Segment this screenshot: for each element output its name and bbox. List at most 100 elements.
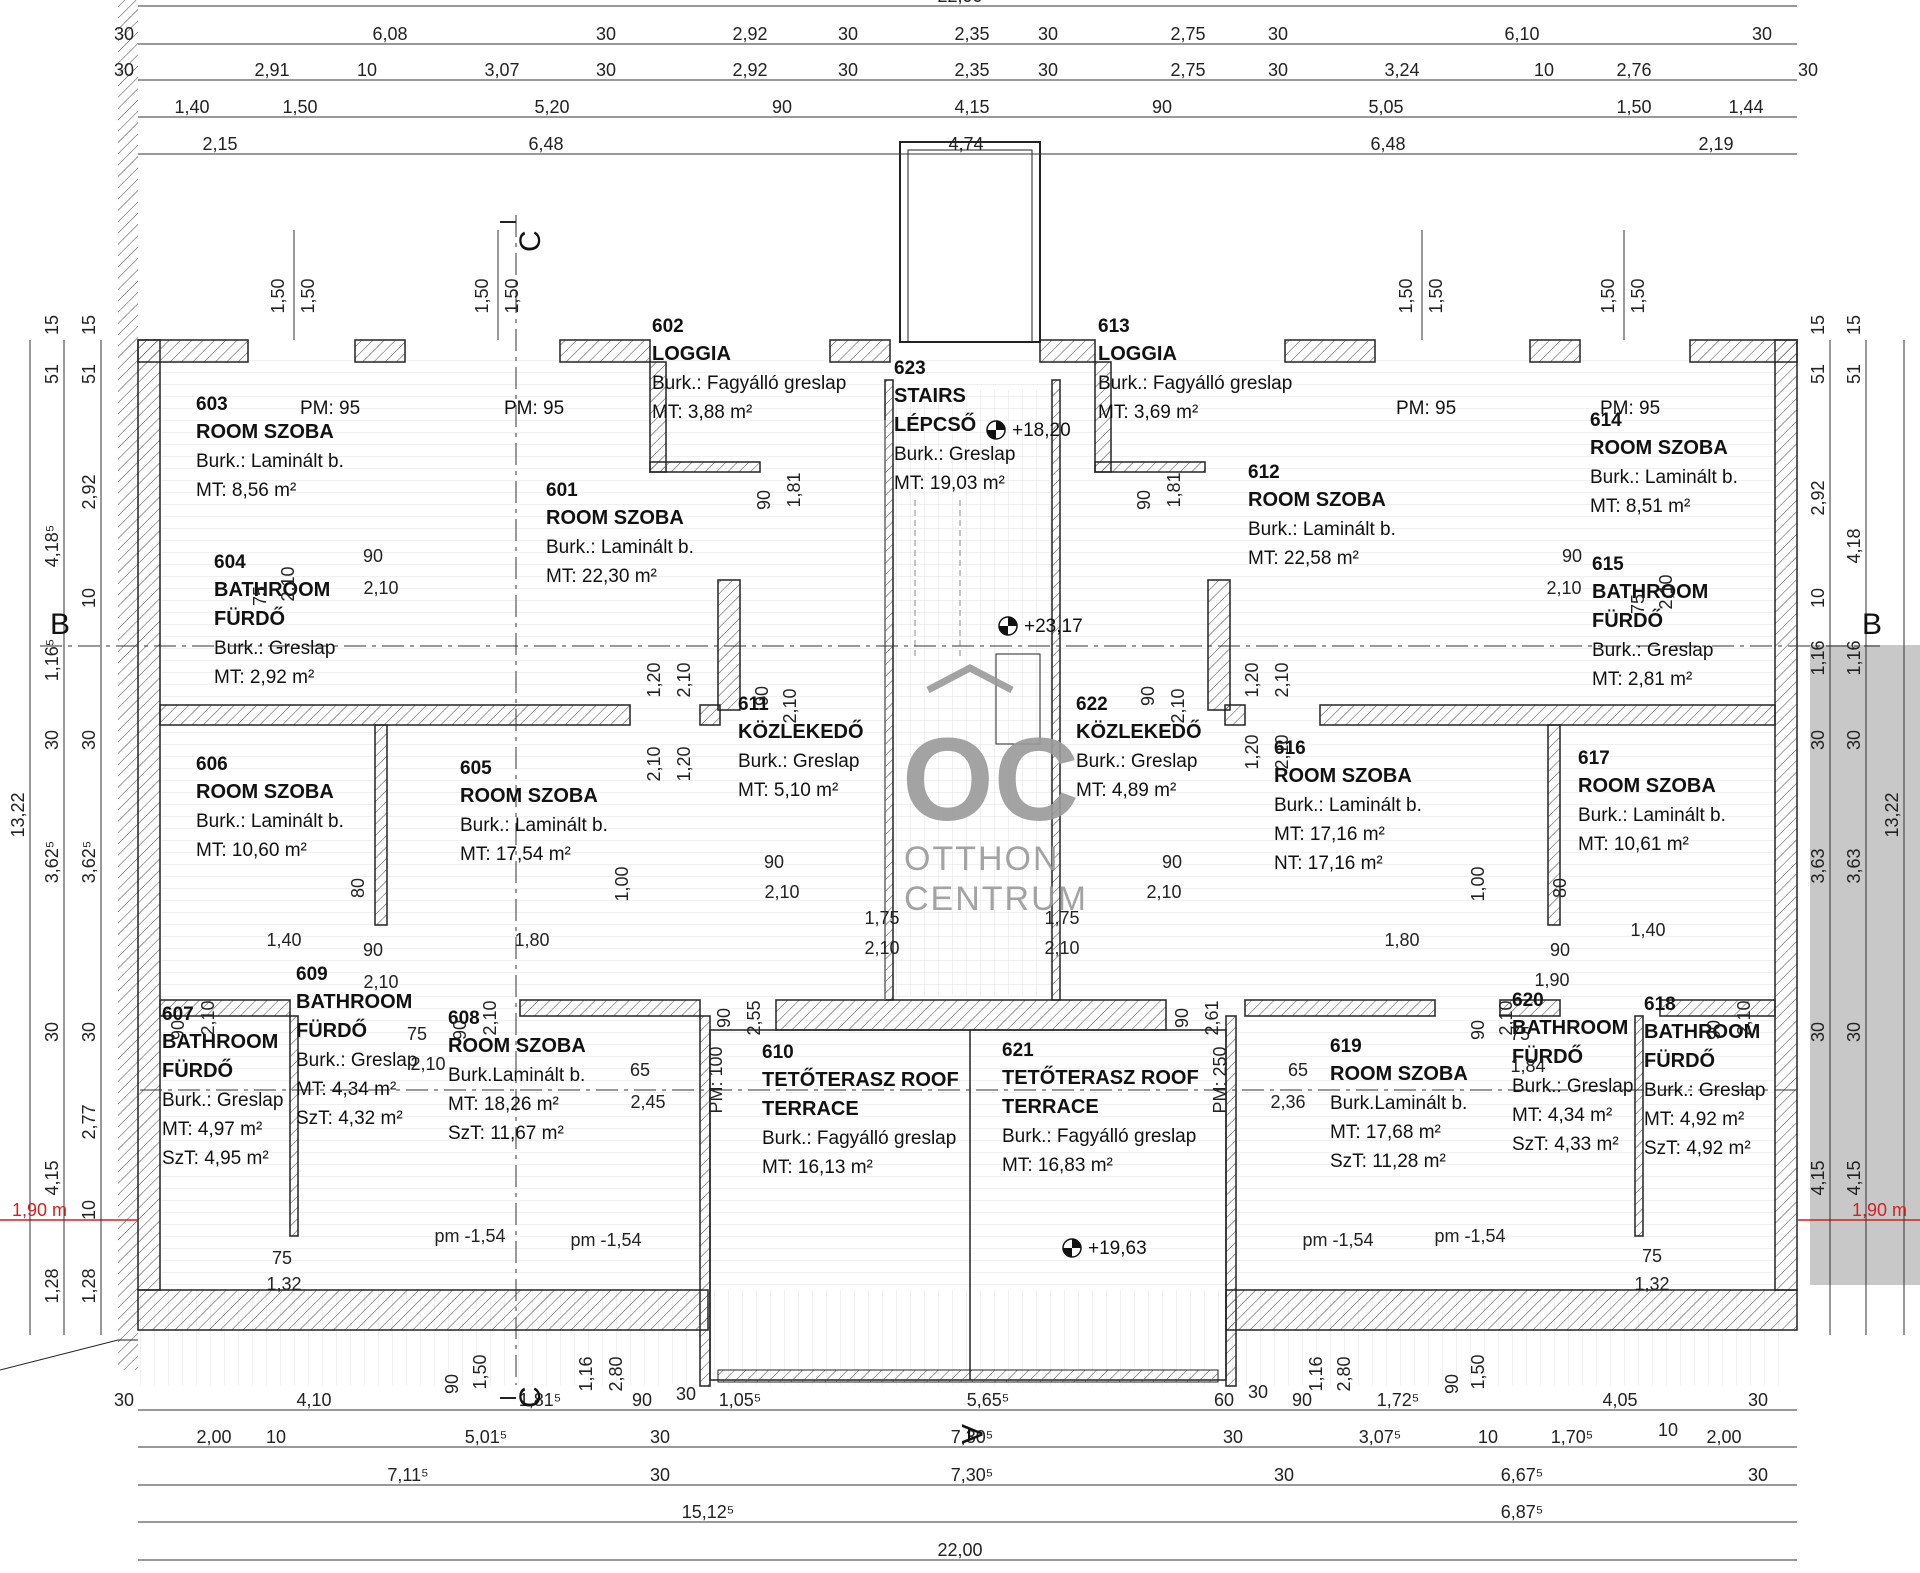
dim-label: 5,65⁵: [967, 1390, 1010, 1410]
dim-label: 22,00: [937, 0, 982, 6]
plan-dim-label-vertical: 1,20: [644, 662, 664, 697]
room-text-line: MT: 22,30 m²: [546, 566, 657, 587]
dim-label: 30: [1038, 60, 1058, 80]
room-text-line: SzT: 4,92 m²: [1644, 1138, 1751, 1159]
plan-dim-label-vertical: 90: [714, 1008, 734, 1028]
plan-dim-label-vertical: 90: [1468, 1020, 1488, 1040]
room-text-line: Burk.: Laminált b.: [1274, 795, 1422, 816]
plan-dim-label-vertical: 90: [754, 490, 774, 510]
dim-label: 30: [42, 1022, 62, 1042]
dim-label: 4,18: [1844, 528, 1864, 563]
plan-dim-label-vertical: 90: [1172, 1008, 1192, 1028]
plan-dim-label: 75: [1510, 1024, 1530, 1044]
plan-dim-label: 75: [407, 1024, 427, 1044]
dim-label: 30: [1752, 24, 1772, 44]
plan-dim-label: 75: [1642, 1246, 1662, 1266]
dim-label: 4,15: [1808, 1160, 1828, 1195]
plan-dim-label-vertical: 2,10: [644, 746, 664, 781]
window-dim-label: 1,50: [268, 278, 288, 313]
room-text-line: MT: 22,58 m²: [1248, 548, 1359, 569]
dim-label: 30: [838, 60, 858, 80]
room-number: 610: [762, 1042, 794, 1063]
section-lines: [40, 215, 1880, 1385]
dim-label: 51: [42, 364, 62, 384]
dim-label: 30: [596, 60, 616, 80]
dim-label: 4,10: [296, 1390, 331, 1410]
plan-dim-label-vertical: 2,61: [1202, 1000, 1222, 1035]
room-pm-label: PM: 95: [1600, 398, 1660, 419]
plan-dim-label: pm -1,54: [434, 1226, 505, 1246]
window-dim-label: 1,50: [472, 278, 492, 313]
dim-label: 2,35: [954, 24, 989, 44]
room-text-line: BATHROOM: [214, 579, 330, 601]
dim-label: 10: [1808, 588, 1828, 608]
dim-label: 60: [1214, 1390, 1234, 1410]
room-text-line: Burk.: Greslap: [1592, 640, 1713, 661]
dim-label: 2,75: [1170, 60, 1205, 80]
dim-label: 30: [79, 1022, 99, 1042]
room-number: 623: [894, 358, 926, 379]
plan-dim-label-vertical: 2,10: [480, 1000, 500, 1035]
room-text-line: BATHROOM: [1512, 1017, 1628, 1039]
dim-label: 6,48: [528, 134, 563, 154]
room-text-line: TETŐTERASZ ROOF: [762, 1068, 959, 1091]
window-dim-label: 1,50: [1396, 278, 1416, 313]
plan-dim-label: 30: [676, 1384, 696, 1404]
walls: [137, 339, 1798, 1387]
plan-dim-label-vertical: 2,10: [198, 1000, 218, 1035]
dim-label: 90: [632, 1390, 652, 1410]
room-text-line: BATHROOM: [1644, 1021, 1760, 1043]
dim-label: 2,00: [1706, 1427, 1741, 1447]
room-number: 607: [162, 1004, 194, 1025]
dim-label: 3,07⁵: [1359, 1427, 1402, 1447]
plan-dim-label-vertical: 1,16: [576, 1356, 596, 1391]
room-number: 622: [1076, 694, 1108, 715]
plan-dim-label: 2,10: [363, 578, 398, 598]
room-number: 616: [1274, 738, 1306, 759]
room-text-line: ROOM SZOBA: [196, 421, 334, 443]
room-text-line: FÜRDŐ: [296, 1019, 367, 1042]
dimension-labels: 22,00306,08302,92302,35302,75306,1030302…: [8, 0, 1902, 1560]
plan-dim-label-vertical: 90: [1704, 1020, 1724, 1040]
room-text-line: Burk.: Fagyálló greslap: [1002, 1126, 1196, 1147]
dim-label: 30: [1274, 1465, 1294, 1485]
room-text-line: ROOM SZOBA: [196, 781, 334, 803]
section-a-bottom: A: [955, 1424, 988, 1444]
section-b-left: B: [50, 608, 70, 641]
room-text-line: LÉPCSŐ: [894, 413, 976, 436]
dim-label: 1,16: [1844, 640, 1864, 675]
dim-label: 30: [1748, 1465, 1768, 1485]
room-number: 612: [1248, 462, 1280, 483]
plan-dim-label-vertical: 90: [450, 1020, 470, 1040]
dim-label: 22,00: [937, 1540, 982, 1560]
room-text-line: Burk.: Greslap: [1644, 1080, 1765, 1101]
dim-label: 1,72⁵: [1377, 1390, 1420, 1410]
dim-label: 7,30⁵: [951, 1465, 994, 1485]
room-number: 605: [460, 758, 492, 779]
plan-dim-label: 1,75: [1044, 908, 1079, 928]
plan-dim-label: 1,90: [1534, 970, 1569, 990]
plan-dim-label: 1,32: [266, 1274, 301, 1294]
dim-label: 1,28: [79, 1268, 99, 1303]
room-text-line: Burk.: Fagyálló greslap: [762, 1128, 956, 1149]
room-text-line: SzT: 4,33 m²: [1512, 1134, 1619, 1155]
section-c-top: C: [514, 230, 547, 252]
plan-dim-label: 2,10: [764, 882, 799, 902]
plan-dim-label: 2,10: [1044, 938, 1079, 958]
room-text-line: Burk.: Laminált b.: [196, 811, 344, 832]
room-text-line: MT: 17,16 m²: [1274, 824, 1385, 845]
plan-dim-label: 1,75: [864, 908, 899, 928]
window-dim-label: 1,50: [1426, 278, 1446, 313]
plan-dim-label-vertical: 90: [1138, 686, 1158, 706]
dim-label: 30: [1748, 1390, 1768, 1410]
dim-label: 30: [1038, 24, 1058, 44]
plan-dim-label: 90: [1162, 852, 1182, 872]
dim-label: 2,76: [1616, 60, 1651, 80]
chimney: [995, 653, 1041, 745]
plan-dim-label-vertical: 2,10: [1168, 688, 1188, 723]
